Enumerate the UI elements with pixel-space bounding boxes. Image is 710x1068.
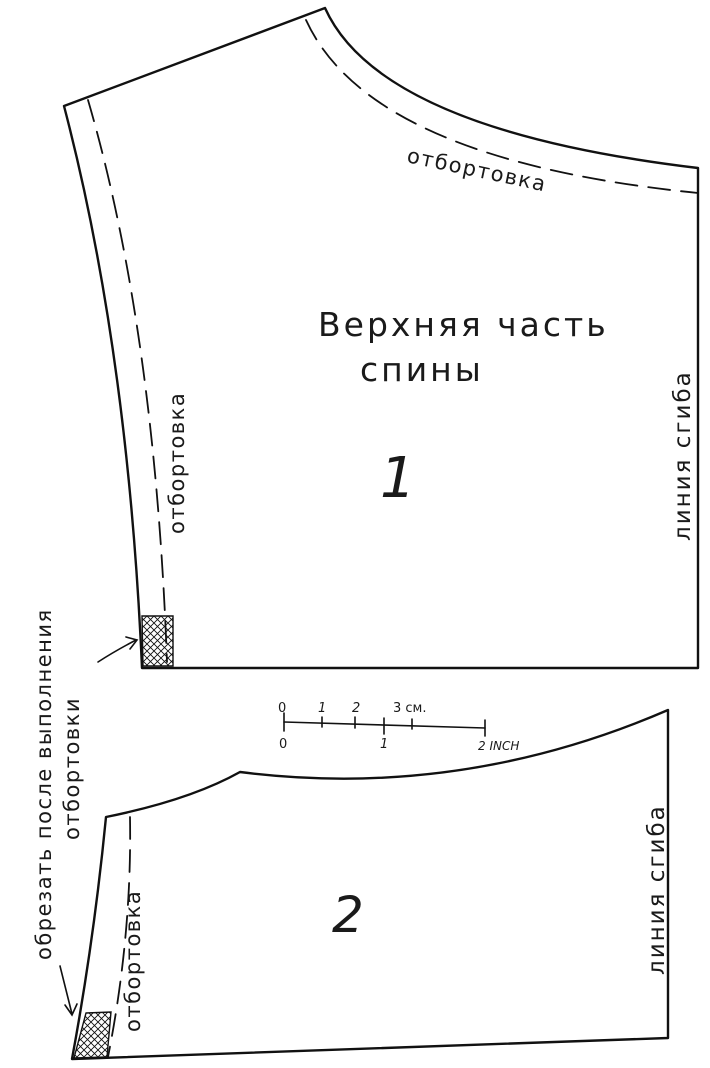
scale-ruler: 0 1 2 3 см. 0 1 2 INCH	[278, 701, 519, 753]
pattern-piece-1: Верхняя часть спины 1 отбортовка отборто…	[62, 6, 700, 670]
piece-1-number: 1	[380, 446, 416, 511]
scale-inch-label-1: 1	[380, 737, 388, 752]
piece-2-number: 2	[332, 886, 364, 944]
cut-note-arrow-bottom	[59, 965, 73, 1015]
piece-1-title-line-1: Верхняя часть	[318, 305, 609, 344]
piece-1-title-line-2: спины	[360, 350, 484, 389]
scale-cm-label-1: 1	[318, 701, 326, 716]
scale-inch-label-0: 0	[279, 737, 287, 752]
pattern-piece-2: 2 отбортовка линия сгиба	[70, 708, 670, 1061]
piece-1-neck-facing-line	[305, 19, 699, 194]
piece-1-side-facing-label: отбортовка	[165, 392, 189, 534]
scale-cm-label-2: 2	[352, 701, 360, 716]
piece-1-trim-area	[141, 615, 174, 667]
piece-1-outline	[62, 6, 700, 670]
piece-2-trim-area	[73, 1011, 112, 1059]
cut-note-line-1: обрезать после выполнения	[32, 608, 56, 960]
piece-2-outline	[70, 708, 670, 1061]
scale-cm-label-3: 3 см.	[393, 701, 427, 716]
piece-2-fold-line-label: линия сгиба	[644, 804, 670, 975]
cut-after-facing-note: обрезать после выполнения отбортовки	[32, 608, 139, 1017]
piece-1-side-facing-line	[87, 99, 168, 663]
cut-note-arrow-bottom-head	[64, 1003, 78, 1017]
cut-note-arrow-top	[97, 639, 137, 663]
cut-note-arrow-top-head	[125, 636, 139, 650]
scale-inch-label-2: 2 INCH	[478, 739, 519, 753]
piece-2-side-facing-line	[107, 816, 132, 1058]
cut-note-line-2: отбортовки	[60, 697, 84, 840]
piece-2-side-facing-label: отбортовка	[121, 890, 145, 1032]
piece-1-fold-line-label: линия сгиба	[670, 370, 696, 541]
scale-cm-label-0: 0	[278, 701, 286, 716]
